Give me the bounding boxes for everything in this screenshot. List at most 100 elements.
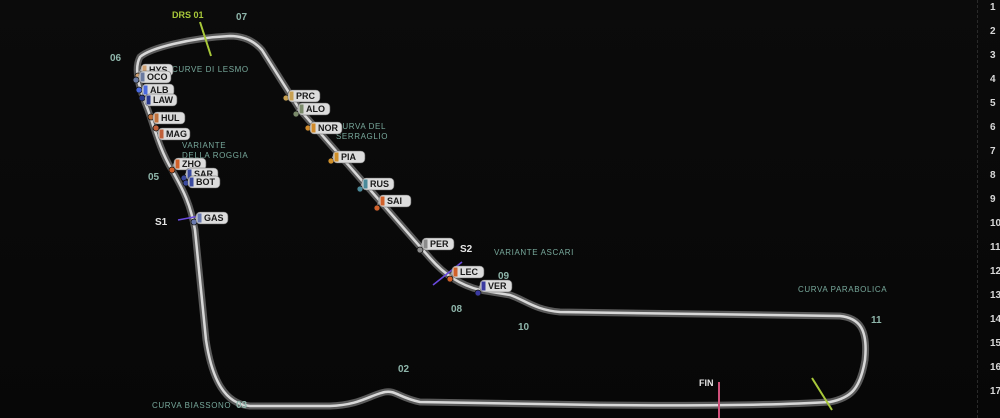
car-marker-sai[interactable]: SAI bbox=[373, 194, 412, 212]
car-code: PER bbox=[430, 239, 449, 249]
car-tag bbox=[138, 70, 172, 84]
car-marker-nor[interactable]: NOR bbox=[304, 121, 343, 135]
turn-label-11: 11 bbox=[871, 315, 882, 326]
car-code: RUS bbox=[370, 179, 389, 189]
car-code: NOR bbox=[318, 123, 339, 133]
team-color-flag bbox=[363, 179, 368, 189]
corner-name-biassono: CURVA BIASSONO bbox=[152, 401, 231, 410]
position-number: 9 bbox=[990, 194, 996, 205]
car-code: OCO bbox=[147, 72, 168, 82]
car-tag bbox=[157, 127, 191, 141]
car-dot bbox=[168, 166, 176, 174]
car-tag bbox=[152, 111, 186, 125]
position-number: 6 bbox=[990, 122, 996, 133]
car-tag bbox=[309, 121, 343, 135]
position-number: 2 bbox=[990, 26, 996, 37]
car-marker-ver[interactable]: VER bbox=[474, 279, 513, 297]
position-number: 8 bbox=[990, 170, 996, 181]
team-color-flag bbox=[423, 239, 428, 249]
car-marker-lec[interactable]: LEC bbox=[446, 265, 485, 283]
car-marker-hul[interactable]: HUL bbox=[147, 111, 186, 125]
position-number: 12 bbox=[990, 266, 1000, 277]
position-sidebar bbox=[977, 0, 1000, 418]
car-tag bbox=[479, 279, 513, 293]
car-marker-oco[interactable]: OCO bbox=[132, 70, 172, 84]
corner-name-roggia: DELLA ROGGIA bbox=[182, 151, 248, 160]
drs-marker-2 bbox=[811, 377, 833, 411]
car-code: BOT bbox=[196, 177, 216, 187]
car-code: SAR bbox=[194, 169, 214, 179]
car-marker-zho[interactable]: ZHO bbox=[168, 157, 207, 174]
position-number: 3 bbox=[990, 50, 996, 61]
car-dot bbox=[474, 289, 482, 297]
car-marker-gas[interactable]: GAS bbox=[190, 211, 229, 226]
turn-label-03: 03 bbox=[236, 400, 248, 411]
car-marker-rus[interactable]: RUS bbox=[356, 177, 395, 193]
corner-name-lesmo: CURVE DI LESMO bbox=[172, 65, 249, 74]
car-marker-alb[interactable]: ALB bbox=[135, 83, 175, 97]
car-code: SAI bbox=[387, 196, 402, 206]
car-tag bbox=[332, 150, 366, 164]
car-dot bbox=[132, 76, 140, 84]
car-tag bbox=[287, 89, 321, 103]
team-color-flag bbox=[146, 95, 151, 105]
team-color-flag bbox=[334, 152, 339, 162]
corner-name-serraglio: SERRAGLIO bbox=[336, 132, 388, 141]
car-code: LAW bbox=[153, 95, 174, 105]
car-dot bbox=[373, 204, 381, 212]
car-code: MAG bbox=[166, 129, 187, 139]
car-tag bbox=[297, 102, 331, 116]
team-color-flag bbox=[311, 123, 316, 133]
turn-label-09: 09 bbox=[498, 271, 510, 282]
car-tag bbox=[187, 175, 221, 189]
position-number: 13 bbox=[990, 290, 1000, 301]
team-color-flag bbox=[481, 281, 486, 291]
car-tag bbox=[421, 237, 455, 251]
position-number: 16 bbox=[990, 362, 1000, 373]
car-code: HUL bbox=[161, 113, 180, 123]
car-dot bbox=[152, 124, 160, 132]
team-color-flag bbox=[299, 104, 304, 114]
car-code: ALO bbox=[306, 104, 325, 114]
team-color-flag bbox=[140, 72, 145, 82]
track-outline bbox=[133, 32, 870, 410]
car-marker-alo[interactable]: ALO bbox=[292, 102, 331, 118]
car-marker-law[interactable]: LAW bbox=[138, 93, 178, 107]
finish-label: FIN bbox=[699, 378, 714, 388]
car-tag bbox=[378, 194, 412, 208]
team-color-flag bbox=[187, 169, 192, 179]
team-color-flag bbox=[142, 65, 147, 75]
team-color-flag bbox=[380, 196, 385, 206]
car-code: GAS bbox=[204, 213, 224, 223]
team-color-flag bbox=[143, 85, 148, 95]
position-number: 7 bbox=[990, 146, 996, 157]
position-number: 14 bbox=[990, 314, 1000, 325]
car-marker-per[interactable]: PER bbox=[416, 237, 455, 254]
turn-label-07: 07 bbox=[236, 12, 248, 23]
team-color-flag bbox=[197, 213, 202, 223]
car-dot bbox=[135, 86, 143, 94]
car-tag bbox=[144, 93, 178, 107]
corner-name-curva-del: CURVA DEL bbox=[336, 122, 386, 131]
team-color-flag bbox=[175, 159, 180, 169]
team-color-flag bbox=[289, 91, 294, 101]
team-color-flag bbox=[154, 113, 159, 123]
car-dot bbox=[138, 94, 146, 102]
car-markers: HYSOCOALBLAWHULMAGZHOSARBOTGASPRCALONORP… bbox=[132, 63, 513, 297]
track-centerline bbox=[135, 34, 867, 408]
car-code: VER bbox=[488, 281, 507, 291]
car-tag bbox=[195, 211, 229, 225]
car-marker-prc[interactable]: PRC bbox=[282, 89, 321, 103]
car-marker-mag[interactable]: MAG bbox=[152, 124, 191, 141]
car-tag bbox=[361, 177, 395, 191]
position-number: 15 bbox=[990, 338, 1000, 349]
position-number: 4 bbox=[990, 74, 996, 85]
car-code: PRC bbox=[296, 91, 316, 101]
car-marker-bot[interactable]: BOT bbox=[182, 175, 221, 189]
turn-label-10: 10 bbox=[518, 322, 530, 333]
turn-label-02: 02 bbox=[398, 364, 410, 375]
car-code: ZHO bbox=[182, 159, 201, 169]
car-marker-pia[interactable]: PIA bbox=[327, 150, 366, 165]
drs-label: DRS 01 bbox=[172, 10, 204, 20]
